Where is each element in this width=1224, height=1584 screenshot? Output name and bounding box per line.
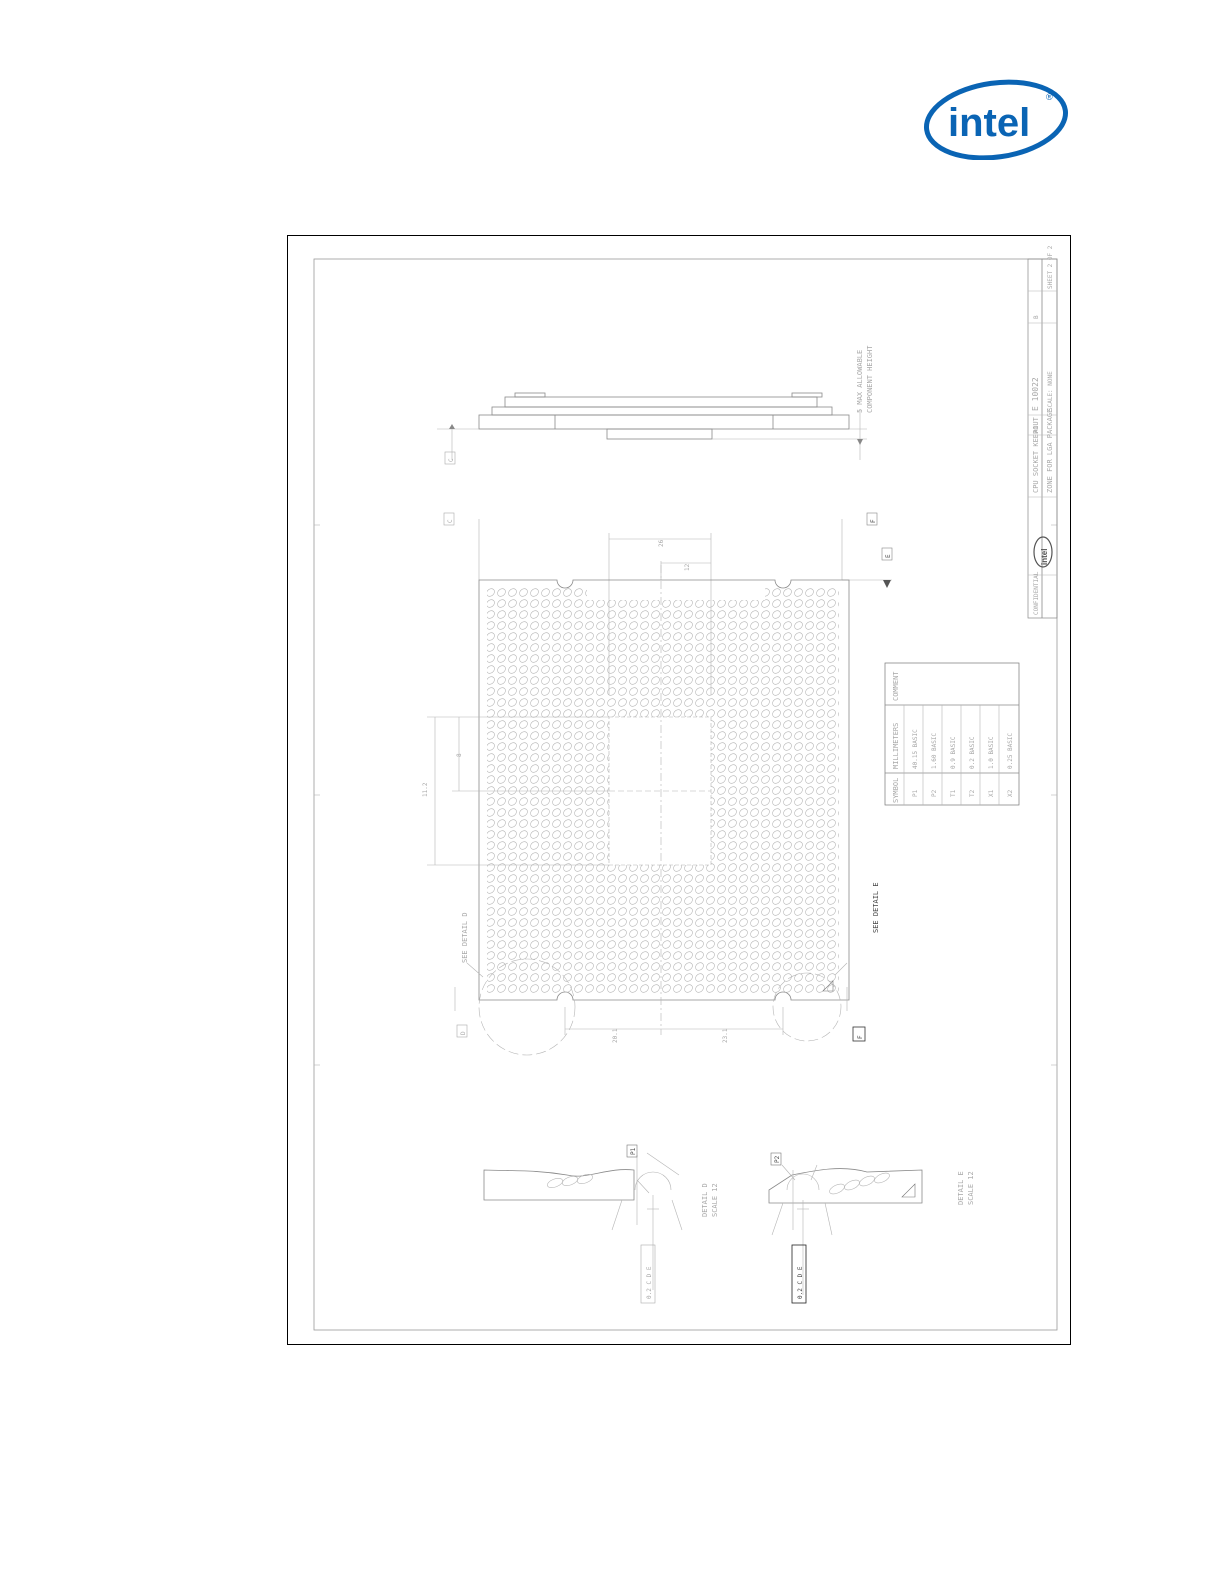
title-block-title-line2: ZONE FOR LGA PACKAGE: [1046, 409, 1054, 493]
detail-d-fcf: 0.2 C D E: [646, 1266, 653, 1299]
dim-center-offset: 12: [684, 563, 691, 571]
dim-inner-height: 8: [456, 753, 463, 757]
title-block-revision: B: [1033, 315, 1040, 319]
title-block-sheet: SHEET 2 OF 2: [1047, 245, 1054, 289]
datum-f-flag: F: [870, 519, 877, 523]
datum-c-flag: C: [447, 519, 454, 523]
side-view-datum-c: C: [448, 458, 455, 462]
datum-f-bottom-flag: F: [857, 1035, 864, 1039]
table-row-4-symbol: T2: [969, 789, 976, 797]
registered-mark: ®: [1046, 92, 1053, 102]
table-row-6-symbol: X2: [1007, 789, 1014, 797]
table-header-symbol: SYMBOL: [892, 778, 900, 803]
intel-logo-swoosh: [923, 79, 1069, 160]
table-row-2-value: 1.60 BASIC: [931, 732, 938, 769]
table-row-4-value: 0.2 BASIC: [969, 736, 976, 769]
land-grid-array: [487, 587, 839, 993]
table-row-1-value: 40.15 BASIC: [912, 729, 919, 769]
detail-e-scale: SCALE 12: [967, 1171, 975, 1205]
zone-ticks: [314, 524, 1057, 1066]
detail-d-datum: P1: [630, 1147, 637, 1155]
component-height-note-line2: COMPONENT HEIGHT: [866, 345, 874, 413]
table-row-2-symbol: P2: [931, 789, 938, 797]
inner-border: [313, 258, 1058, 1331]
detail-d-view: P1 0.2 C D E DETAIL D SCALE 12: [483, 1144, 719, 1304]
detail-e-fcf: 0.2 C D E: [797, 1266, 804, 1299]
dim-bottom-left-half: 20.1: [612, 1028, 619, 1043]
datum-e-flag: E: [885, 554, 892, 558]
title-block-logo: [1033, 536, 1053, 568]
dimension-table: SYMBOL MILLIMETERS COMMENT P1 40.15 BASI…: [884, 662, 1020, 806]
detail-d-title: DETAIL D: [701, 1183, 709, 1217]
side-view: C 5 MAX ALLOWABLE COMPONENT HEIGHT: [437, 345, 874, 465]
package-plan-view: [478, 565, 850, 1035]
title-block-size: A1: [1033, 425, 1040, 433]
component-height-note-line1: 5 MAX ALLOWABLE: [856, 350, 864, 413]
title-block-company: intel: [1040, 549, 1049, 565]
datum-d-flag: D: [460, 1031, 467, 1035]
table-header-comment: COMMENT: [892, 671, 900, 701]
outer-border: [287, 235, 1071, 1345]
see-detail-d-callout: SEE DETAIL D: [461, 912, 469, 963]
table-header-millimeters: MILLIMETERS: [892, 723, 900, 769]
dim-bottom-right-half: 23.1: [722, 1028, 729, 1043]
table-row-6-value: 0.25 BASIC: [1007, 732, 1014, 769]
table-row-5-symbol: X1: [988, 789, 995, 797]
detail-d-scale: SCALE 12: [711, 1183, 719, 1217]
intel-logo-wordmark: intel: [948, 101, 1030, 145]
title-block-title-line1: CPU SOCKET KEEPOUT: [1032, 416, 1040, 493]
title-block-confidential: CONFIDENTIAL: [1033, 571, 1040, 615]
table-row-5-value: 1.0 BASIC: [988, 736, 995, 769]
table-row-3-value: 0.9 BASIC: [950, 736, 957, 769]
dim-height-left: 11.2: [422, 782, 429, 797]
detail-e-view: P2 0.2 C D E DETAIL E SCALE 12: [768, 1152, 975, 1304]
dim-width-top: 26: [658, 539, 665, 547]
see-detail-e-callout: SEE DETAIL E: [872, 882, 880, 933]
intel-logo: intel ®: [923, 79, 1069, 160]
title-block: intel CPU SOCKET KEEPOUT ZONE FOR LGA PA…: [1027, 245, 1058, 619]
detail-e-title: DETAIL E: [957, 1171, 965, 1205]
table-row-1-symbol: P1: [912, 789, 919, 797]
table-row-3-symbol: T1: [950, 789, 957, 797]
title-block-drawing-number: E 10022: [1031, 377, 1040, 411]
engineering-drawing: C 5 MAX ALLOWABLE COMPONENT HEIGHT C F E…: [287, 235, 1071, 1345]
title-block-scale: SCALE: NONE: [1047, 371, 1054, 411]
detail-e-datum: P2: [774, 1155, 781, 1163]
